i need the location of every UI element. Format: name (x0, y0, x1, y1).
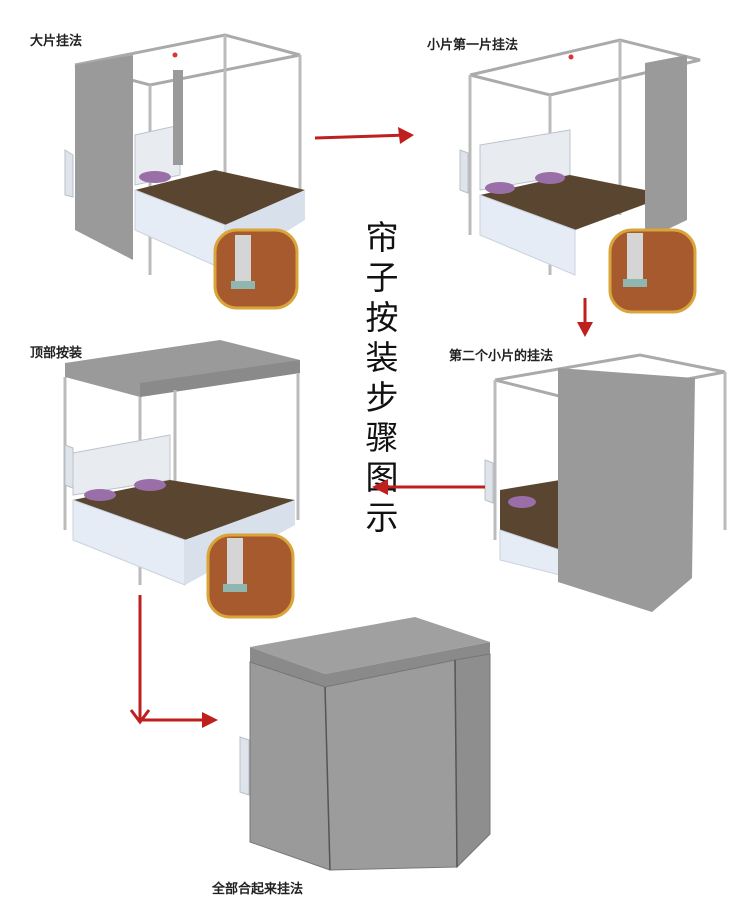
title-char: 子 (365, 258, 399, 297)
title-char: 步 (365, 378, 399, 417)
arrowhead (129, 709, 151, 725)
inset-foot (231, 281, 255, 289)
title-char: 按 (365, 298, 399, 337)
step-4-label: 顶部按装 (30, 346, 83, 361)
headboard-side (64, 149, 74, 198)
headboard-side (459, 149, 469, 194)
bed-skirt (479, 194, 576, 276)
arrowhead (398, 127, 414, 144)
enclosure-top (250, 617, 490, 674)
step-5-label: 全部合起来挂法 (212, 882, 304, 897)
panel-seam (454, 659, 458, 868)
curtain-panel (558, 368, 695, 612)
hook-dot (568, 54, 574, 60)
curtain-panel-small (173, 70, 183, 165)
inset-post (627, 233, 643, 281)
enclosure-top-edge (250, 642, 490, 687)
curtain-panel (75, 55, 133, 260)
mattress (135, 170, 305, 225)
step-3-label: 第二个小片的挂法 (449, 349, 554, 364)
curtain-panel (645, 55, 687, 240)
arrowhead (577, 322, 593, 337)
title-char: 示 (365, 498, 399, 537)
step-5-illustration (239, 617, 491, 871)
curtain-top (65, 340, 300, 397)
mattress (480, 175, 670, 230)
pillow (535, 172, 565, 184)
pillow (508, 496, 536, 508)
inset-foot (623, 279, 647, 287)
step-3-illustration (484, 353, 727, 612)
headboard (134, 124, 181, 186)
arrowhead (202, 712, 218, 728)
arrow-elbow (138, 595, 210, 722)
pillow (84, 489, 116, 501)
pillow (485, 182, 515, 194)
step-2-illustration (459, 38, 701, 314)
inset-foot (223, 584, 247, 592)
hook-dot (172, 52, 178, 58)
headboard-side (239, 736, 250, 796)
inset-post (227, 538, 243, 586)
mattress (73, 480, 295, 540)
step-1-label: 大片挂法 (30, 34, 83, 49)
title-char: 帘 (365, 218, 399, 257)
inset-post (235, 235, 251, 283)
step-4-illustration (63, 340, 300, 619)
title-char: 装 (365, 338, 399, 377)
instruction-title: 帘 子 按 装 步 骤 图 示 (362, 218, 402, 538)
curtain-top-edge (140, 360, 300, 397)
title-char: 骤 (365, 418, 399, 457)
pillow (134, 479, 166, 491)
step-1-illustration (64, 33, 305, 310)
panel-seam (324, 686, 331, 871)
arrow-right (314, 133, 409, 140)
step-2-label: 小片第一片挂法 (427, 38, 519, 53)
arrowhead (372, 479, 388, 495)
frame-top (469, 38, 701, 97)
pillow (139, 171, 171, 183)
